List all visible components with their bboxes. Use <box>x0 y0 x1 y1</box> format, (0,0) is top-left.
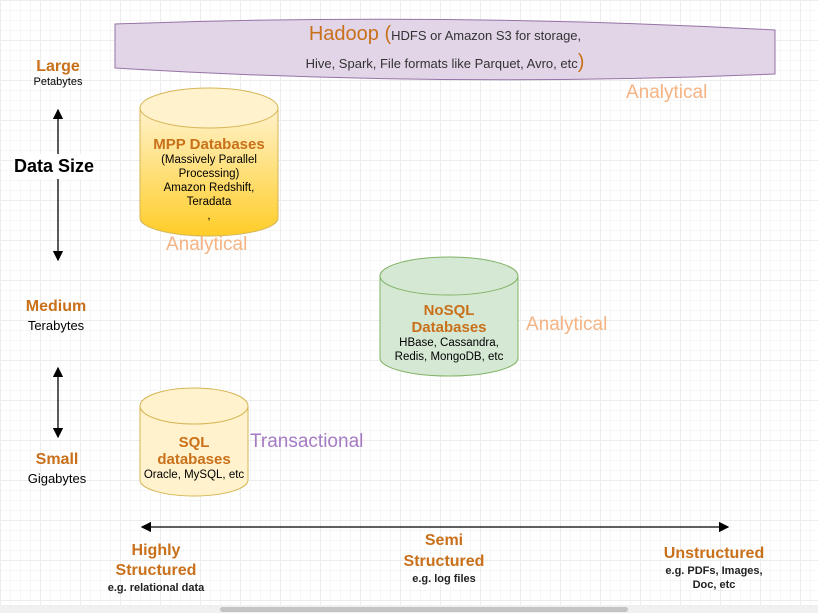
mpp-sub2: Processing) <box>178 168 240 180</box>
horizontal-scrollbar[interactable] <box>0 605 818 613</box>
hadoop-line2: Hive, Spark, File formats like Parquet, … <box>305 56 578 71</box>
hadoop-label: Hadoop (HDFS or Amazon S3 for storage, H… <box>120 21 770 77</box>
mpp-title: MPP Databases <box>153 136 265 153</box>
medium-unit: Terabytes <box>27 318 85 333</box>
data-size-label: Data Size <box>14 154 95 179</box>
semi-line1: Semi <box>424 532 464 549</box>
y-label-medium: Medium Terabytes <box>6 297 106 335</box>
small-label: Small <box>35 451 79 468</box>
y-label-large: Large Petabytes <box>8 57 108 89</box>
nosql-title2: Databases <box>411 319 487 336</box>
un-sub1: e.g. PDFs, Images, <box>665 565 763 577</box>
sql-text: SQL databases Oracle, MySQL, etc <box>138 434 250 482</box>
nosql-sub1: HBase, Cassandra, <box>399 337 499 349</box>
scrollbar-thumb[interactable] <box>220 607 628 612</box>
sql-cylinder[interactable] <box>139 387 249 497</box>
mpp-sub5: , <box>207 210 211 222</box>
highly-sub: e.g. relational data <box>107 582 205 594</box>
mpp-cylinder[interactable] <box>139 87 279 237</box>
nosql-title1: NoSQL <box>423 302 475 319</box>
mpp-sub1: (Massively Parallel <box>161 154 257 166</box>
nosql-sub2: Redis, MongoDB, etc <box>394 351 504 363</box>
sql-sub1: Oracle, MySQL, etc <box>143 469 245 481</box>
semi-sub: e.g. log files <box>412 573 476 585</box>
un-sub2: Doc, etc <box>692 579 736 591</box>
highly-line2: Structured <box>115 562 197 579</box>
small-unit: Gigabytes <box>27 471 87 486</box>
mpp-sub3: Amazon Redshift, <box>163 182 255 194</box>
un-line1: Unstructured <box>663 545 765 562</box>
sql-title1: SQL <box>178 434 210 451</box>
y-label-small: Small Gigabytes <box>7 450 107 488</box>
mpp-sub4: Teradata <box>186 196 232 208</box>
highly-line1: Highly <box>131 542 181 559</box>
hadoop-close-paren: ) <box>577 51 585 73</box>
medium-label: Medium <box>25 298 87 315</box>
sql-title2: databases <box>157 451 231 468</box>
analytical-tag-hadoop: Analytical <box>626 82 708 103</box>
hadoop-title: Hadoop ( <box>308 23 392 45</box>
large-unit: Petabytes <box>33 76 83 88</box>
hadoop-line1: HDFS or Amazon S3 for storage, <box>391 28 582 43</box>
semi-line2: Structured <box>403 553 485 570</box>
mpp-text: MPP Databases (Massively Parallel Proces… <box>142 136 276 223</box>
nosql-cylinder[interactable] <box>379 256 519 377</box>
transactional-tag: Transactional <box>250 431 364 452</box>
x-label-unstructured: Unstructured e.g. PDFs, Images, Doc, etc <box>650 544 778 592</box>
nosql-text: NoSQL Databases HBase, Cassandra, Redis,… <box>382 302 516 364</box>
x-label-semi-structured: Semi Structured e.g. log files <box>384 530 504 586</box>
analytical-tag-nosql: Analytical <box>526 314 608 335</box>
analytical-tag-mpp: Analytical <box>166 234 248 255</box>
hadoop-banner[interactable] <box>114 18 776 81</box>
large-label: Large <box>36 58 80 75</box>
x-label-highly-structured: Highly Structured e.g. relational data <box>96 541 216 595</box>
